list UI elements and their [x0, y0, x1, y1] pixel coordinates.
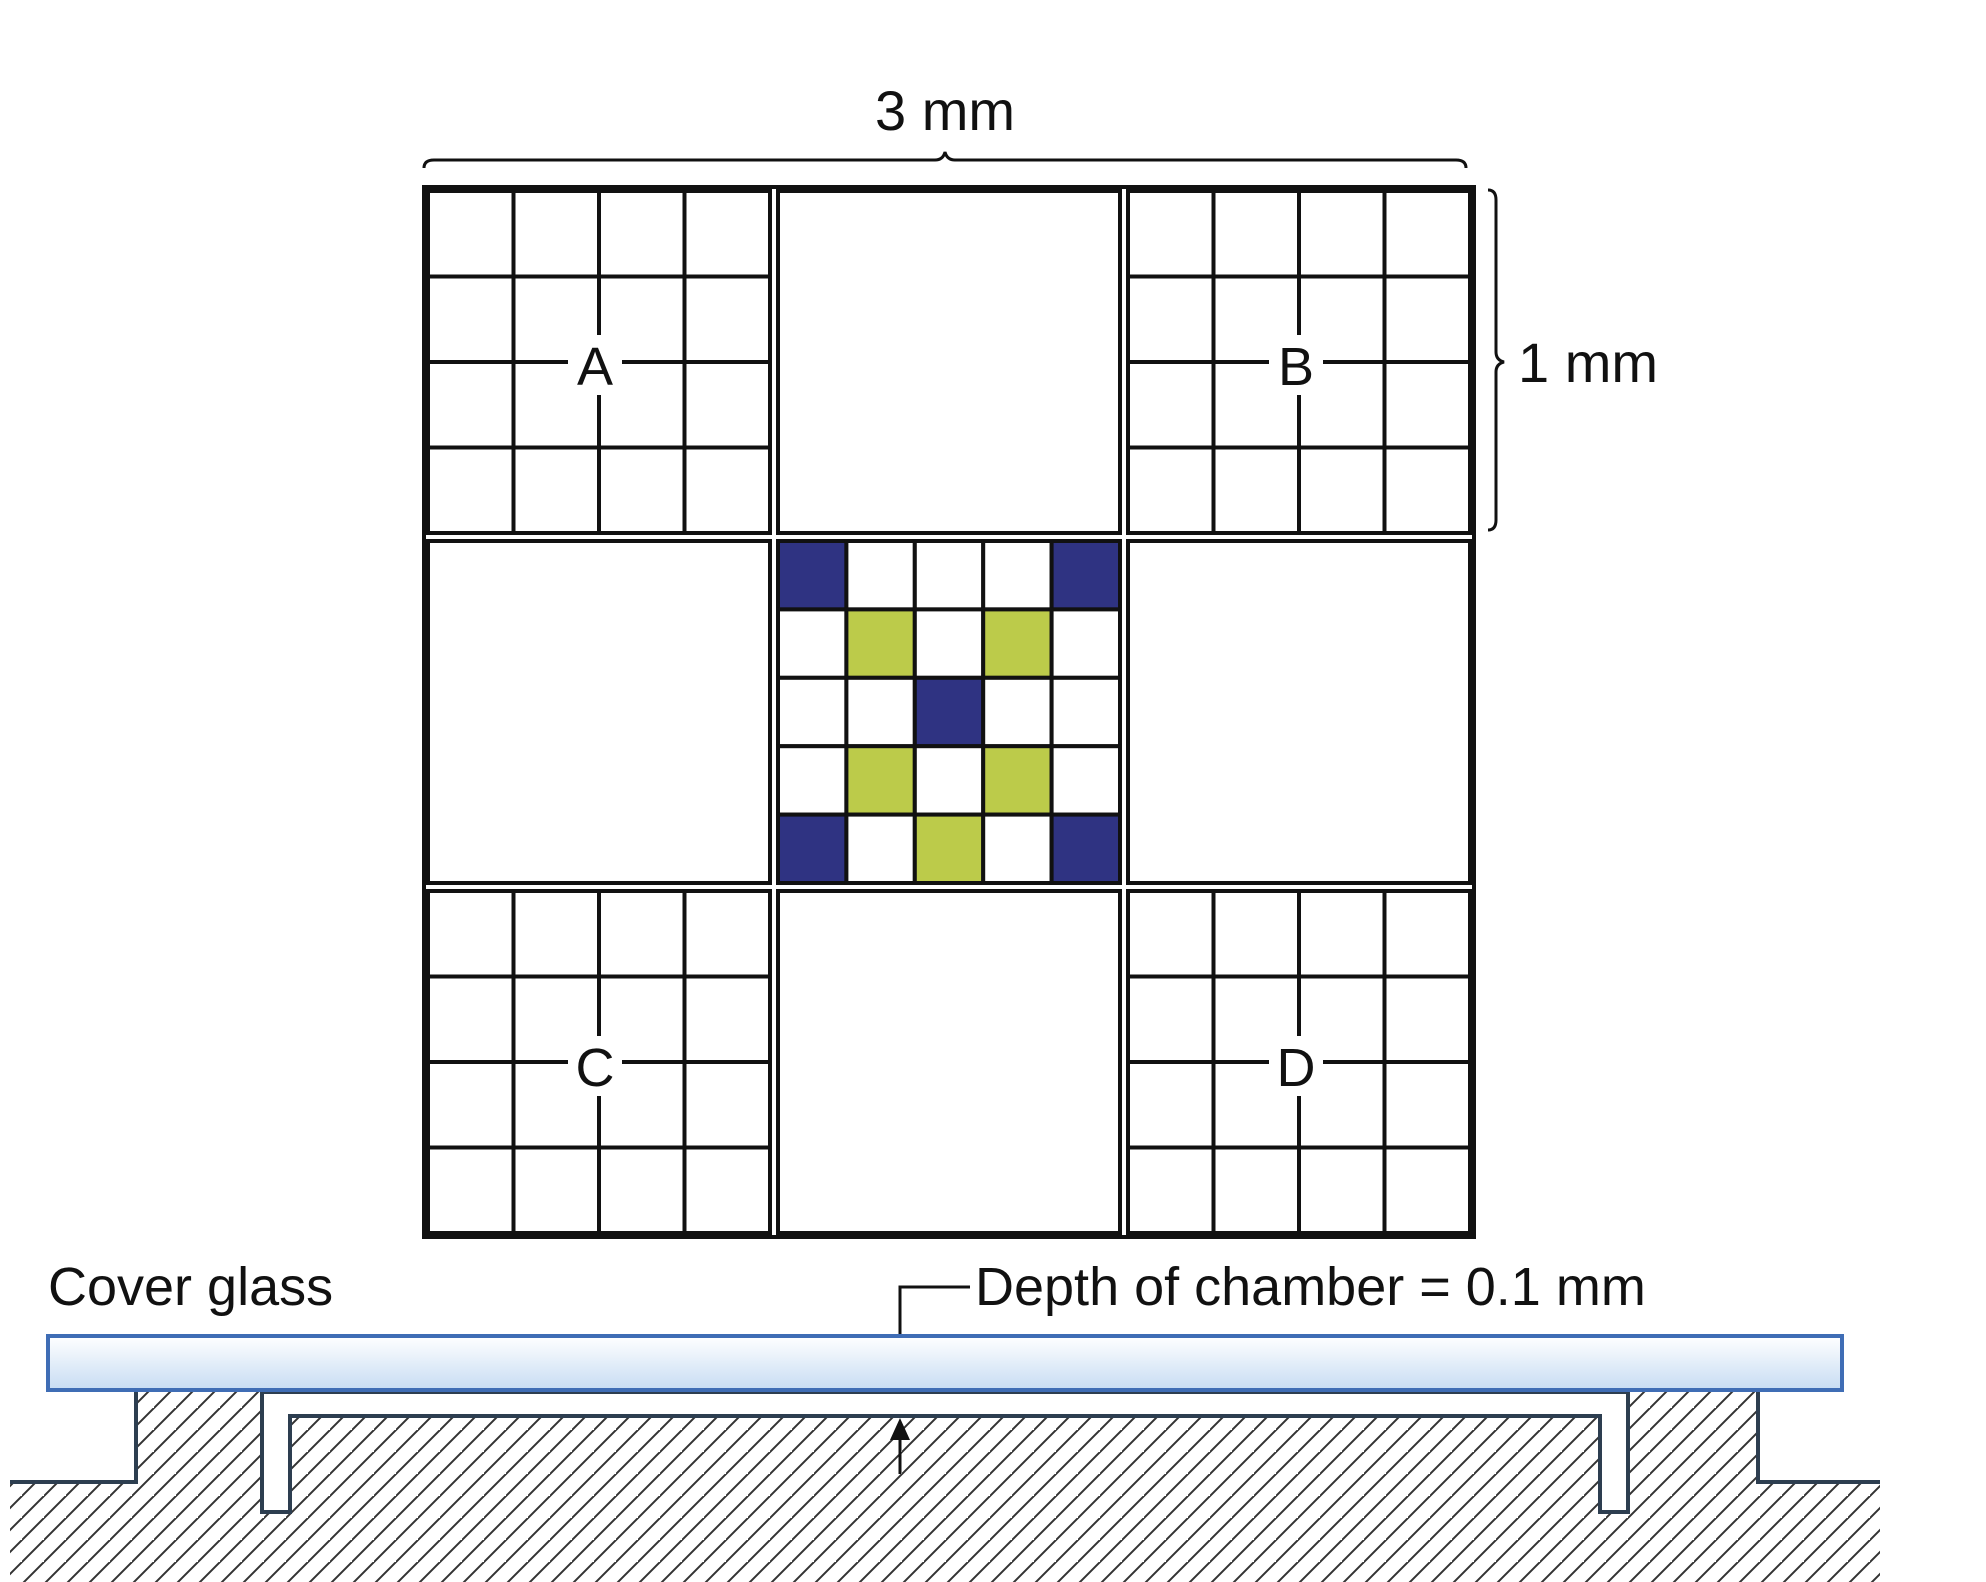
center-cell-white — [776, 744, 849, 817]
center-cell-green — [912, 812, 986, 885]
height-dimension-label: 1 mm — [1518, 331, 1658, 394]
center-cell-green — [844, 607, 917, 680]
height-bracket — [1487, 188, 1505, 532]
middle-right-square — [1126, 539, 1472, 885]
center-cell-green — [981, 744, 1054, 817]
center-cell-white — [981, 675, 1054, 749]
center-cell-white — [1049, 675, 1122, 749]
square-d-label-group: D — [1269, 1036, 1323, 1098]
center-cell-blue — [776, 539, 849, 612]
center-cell-white — [912, 607, 986, 680]
center-cell-white — [912, 539, 986, 612]
center-cell-white — [844, 675, 917, 749]
width-dimension-label: 3 mm — [875, 79, 1015, 142]
square-b-label-group: B — [1269, 335, 1323, 397]
center-cell-white — [1049, 607, 1122, 680]
square-c-label: C — [576, 1038, 615, 1098]
square-a-label: A — [577, 337, 613, 397]
cover-glass — [46, 1334, 1844, 1392]
depth-arrow-up-group — [890, 1418, 910, 1474]
center-cell-white — [1049, 744, 1122, 817]
square-c-label-group: C — [568, 1036, 622, 1098]
center-cell-white — [981, 539, 1054, 612]
square-b-label: B — [1278, 337, 1314, 397]
width-bracket — [422, 151, 1468, 169]
square-d-label: D — [1277, 1038, 1316, 1098]
center-cell-white — [844, 539, 917, 612]
center-cell-green — [981, 607, 1054, 680]
counting-chamber-base — [10, 1390, 1880, 1582]
center-cell-white — [981, 812, 1054, 885]
center-cell-white — [776, 607, 849, 680]
center-cell-blue — [912, 675, 986, 749]
center-cell-white — [912, 744, 986, 817]
center-cell-blue — [1049, 812, 1122, 885]
depth-arrow-up-icon — [890, 1418, 910, 1440]
square-a-label-group: A — [568, 335, 622, 397]
top-middle-square — [776, 189, 1122, 535]
cover-glass-label: Cover glass — [48, 1257, 333, 1317]
center-cell-blue — [1049, 539, 1122, 612]
center-cell-white — [776, 675, 849, 749]
center-cell-white — [844, 812, 917, 885]
depth-of-chamber-label: Depth of chamber = 0.1 mm — [975, 1257, 1646, 1317]
center-cell-blue — [776, 812, 849, 885]
middle-left-square — [426, 539, 772, 885]
center-cell-green — [844, 744, 917, 817]
bottom-middle-square — [776, 889, 1122, 1235]
